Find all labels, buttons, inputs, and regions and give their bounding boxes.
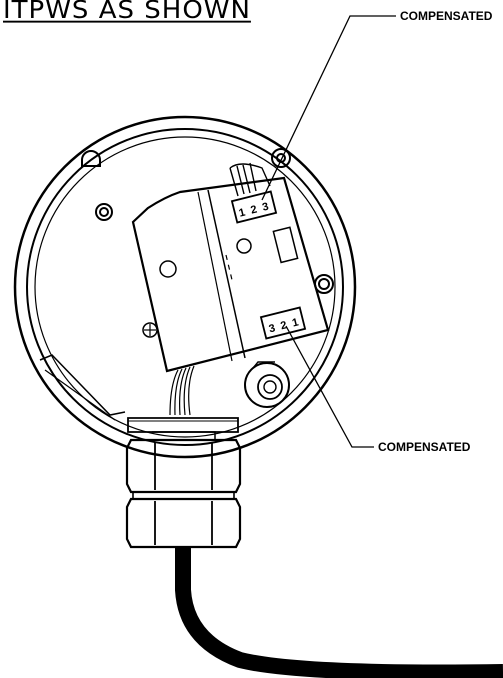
upper-pin-2: 2: [249, 204, 258, 217]
upper-connector-pins: 1 2 3: [238, 201, 270, 220]
ribbon-cable: [169, 365, 195, 416]
mount-hole-left: [95, 203, 113, 221]
housing-lip-ring: [34, 136, 336, 438]
housing-inner-ring: [26, 128, 344, 446]
mount-hole-right: [314, 274, 334, 294]
callout-top-label: COMPENSATED: [400, 9, 493, 23]
lower-pin-1: 1: [291, 316, 300, 329]
housing-outer-ring: [13, 115, 357, 459]
housing-base-plate: [127, 417, 239, 433]
cable-gland-lower-nut: [125, 497, 242, 549]
upper-pin-1: 1: [238, 206, 247, 219]
sensor-cable: [175, 547, 503, 678]
lower-pin-2: 2: [279, 319, 288, 332]
mount-hole-top-right: [271, 148, 291, 168]
vent-plug: [244, 361, 290, 408]
leader-line-top: [261, 15, 396, 201]
upper-pin-3: 3: [261, 201, 270, 214]
upper-connector: [229, 162, 278, 224]
mount-hole-top-left: [81, 150, 101, 167]
sensor-module: [131, 176, 330, 373]
lower-pin-3: 3: [268, 322, 277, 335]
cable-gland-upper-nut: [125, 431, 242, 494]
drawing-title: ITPWS AS SHOWN: [3, 0, 251, 25]
housing-bracket-left: [39, 354, 126, 416]
callout-bottom-label: COMPENSATED: [378, 440, 471, 454]
lower-connector: [259, 306, 307, 340]
leader-line-bottom: [285, 325, 374, 448]
lower-connector-pins: 3 2 1: [268, 316, 300, 335]
